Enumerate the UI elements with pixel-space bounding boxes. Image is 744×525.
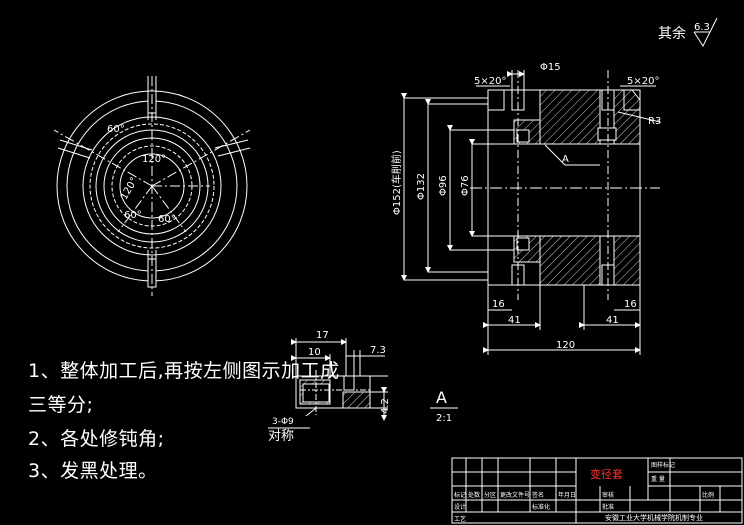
radius-label: R3 — [648, 116, 661, 127]
dim-10: 10 — [308, 347, 321, 358]
row2-label-3: 标准化 — [532, 503, 550, 511]
angle-center-label: 120° — [142, 154, 166, 165]
roughness-label: 其余 — [658, 25, 686, 42]
dim-41-right: 41 — [606, 315, 619, 326]
dim-41-left: 41 — [508, 315, 521, 326]
chamfer-left-label: 5×20° — [474, 76, 506, 87]
section-mark-label: A — [562, 154, 569, 165]
dia-76-label: Φ76 — [460, 175, 471, 196]
roughness-value: 6.3 — [694, 22, 710, 33]
title-cell-b: 重 量 — [651, 475, 665, 483]
dim-4-2: 4.2 — [380, 398, 391, 414]
angle-c-label: 120° — [119, 176, 141, 202]
chamfer-right-label: 5×20° — [627, 76, 659, 87]
symmetry-label: 对称 — [268, 429, 294, 444]
row-label-3: 更改文件号 — [500, 491, 530, 499]
front-view — [401, 70, 661, 355]
title-cell-a: 图样标记 — [651, 461, 675, 469]
detail-section-label: A — [436, 388, 447, 407]
row-label-4: 签名 — [532, 491, 544, 499]
dim-7-3: 7.3 — [370, 345, 386, 356]
org-name: 安徽工业大学机械学院机制专业 — [605, 513, 703, 522]
note-line-3: 2、各处修钝角; — [28, 428, 165, 450]
angle-a-label: 60° — [124, 210, 142, 221]
dim-120: 120 — [556, 340, 575, 351]
dia-outer-label: Φ152(车削前) — [390, 150, 403, 215]
title-block-text: 变径套 图样标记 重 量 比例 标记 处数 分区 更改文件号 签名 年月日 设计… — [454, 461, 714, 523]
note-line-2: 三等分; — [28, 394, 94, 416]
dim-3-hole: 3-Φ9 — [272, 417, 294, 427]
note-line-1: 1、整体加工后,再按左侧图示加工成 — [28, 360, 340, 382]
dia-96-label: Φ96 — [438, 175, 449, 196]
title-block — [451, 457, 743, 524]
row-label-0: 标记 — [454, 491, 466, 499]
roughness-note: 其余 6.3 — [658, 17, 718, 48]
title-cell-c: 比例 — [702, 491, 714, 499]
row-label-5: 年月日 — [558, 491, 576, 499]
row2-label-0: 设计 — [454, 503, 466, 511]
detail-view — [268, 338, 458, 429]
dim-17: 17 — [316, 330, 329, 341]
roughness-symbol-icon — [693, 17, 718, 48]
detail-view-labels: 17 10 7.3 4.2 3-Φ9 对称 A 2:1 — [268, 330, 452, 444]
circle-view — [53, 76, 251, 296]
row2-label-1: 审核 — [602, 491, 614, 499]
part-name: 变径套 — [590, 467, 623, 481]
angle-top-label: 60° — [107, 124, 125, 135]
dim-16-left: 16 — [492, 299, 505, 310]
note-line-4: 3、发黑处理。 — [28, 460, 158, 482]
row2-label-4: 批准 — [602, 503, 614, 511]
row2-label-2: 工艺 — [454, 515, 466, 523]
row-label-2: 分区 — [484, 491, 496, 499]
dia-132-label: Φ132 — [416, 173, 427, 200]
row-label-1: 处数 — [468, 491, 480, 499]
front-view-labels: 5×20° 5×20° Φ15 R3 A Φ152(车削前) Φ132 Φ96 … — [390, 62, 661, 351]
angle-b-label: 60° — [158, 214, 176, 225]
dim-16-right: 16 — [624, 299, 637, 310]
detail-scale: 2:1 — [436, 413, 452, 424]
slot-width-label: Φ15 — [540, 62, 561, 73]
